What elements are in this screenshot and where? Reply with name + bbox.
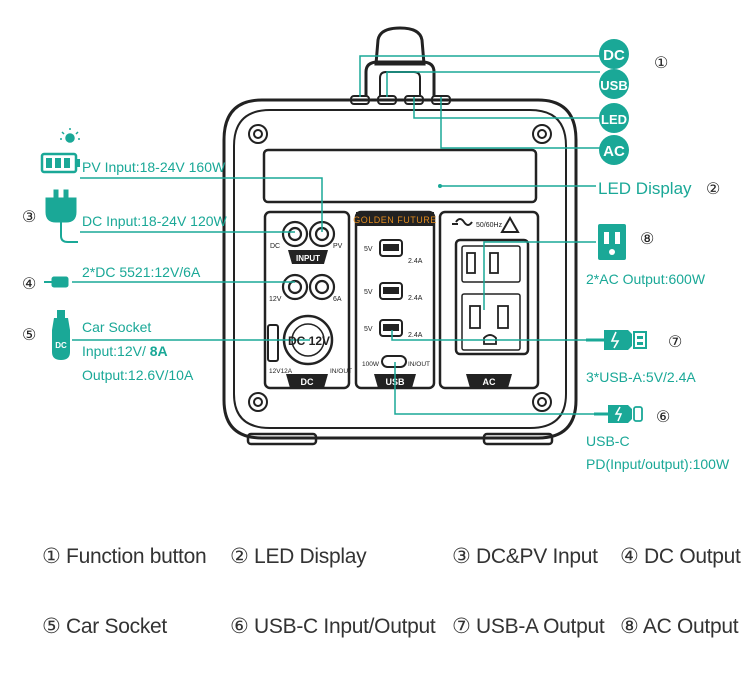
marker-8: ⑧: [640, 231, 654, 248]
dc-port-label: DC: [270, 243, 280, 250]
dc-5521-output-ports[interactable]: [281, 273, 336, 301]
usbc-pd-callout: PD(Input/output):100W: [586, 456, 730, 472]
car-icon-label: DC: [55, 341, 67, 350]
ac-panel: [438, 210, 540, 390]
car-socket-port-label: DC 12V: [288, 334, 330, 348]
solar-sun-icon: [60, 128, 80, 143]
led-badge: LED: [601, 112, 627, 127]
usb-a-connector-icon: [586, 330, 647, 350]
marker-7: ⑦: [668, 334, 682, 351]
ac-panel-label: AC: [483, 377, 496, 387]
dc-cable-icon: [44, 276, 69, 288]
car-input-line: Input:12V/ 8A: [82, 343, 168, 359]
dc-input-callout: DC Input:18-24V 120W: [82, 213, 228, 229]
ac-outlets[interactable]: [454, 238, 530, 356]
marker-2: ②: [706, 181, 720, 198]
usb-voltage-3: 5V: [364, 326, 373, 333]
legend-item: ⑥ USB-C Input/Output: [230, 615, 436, 638]
leader-lines: [72, 55, 604, 415]
legend-item: ⑦ USB-A Output: [452, 615, 605, 638]
usb-c-connector-icon: [594, 405, 643, 423]
callout-texts: PV Input:18-24V 160W DC Input:18-24V 120…: [82, 159, 730, 472]
number-markers: ① ② ③ ④ ⑤ ⑥ ⑦ ⑧: [22, 55, 720, 426]
dc-panel-label: DC: [301, 377, 314, 387]
usb-c-port[interactable]: [381, 355, 407, 368]
callout-badges: DC USB LED AC: [599, 39, 629, 165]
usb-amp-1: 2.4A: [408, 258, 423, 265]
usbc-watt-label: 100W: [362, 361, 380, 368]
ac-frequency-label: 50/60Hz: [476, 222, 503, 229]
battery-icon: [40, 152, 80, 174]
usbc-inout-label: IN/OUT: [408, 361, 430, 368]
dc-output-callout: 2*DC 5521:12V/6A: [82, 264, 201, 280]
marker-6: ⑥: [656, 409, 670, 426]
car-inout-label: IN/OUT: [330, 368, 352, 375]
usb-voltage-1: 5V: [364, 246, 373, 253]
usb-a-ports[interactable]: [379, 239, 403, 337]
pv-port-label: PV: [333, 243, 343, 250]
marker-4: ④: [22, 276, 36, 293]
marker-1: ①: [654, 55, 668, 72]
car-charger-icon: DC: [52, 310, 70, 360]
legend-item: ② LED Display: [230, 545, 367, 568]
usba-output-callout: 3*USB-A:5V/2.4A: [586, 369, 696, 385]
led-display-panel: [262, 148, 538, 204]
legend-item: ④ DC Output: [620, 545, 741, 568]
car-output-callout: Output:12.6V/10A: [82, 367, 194, 383]
car-socket-title: Car Socket: [82, 319, 151, 335]
ac-badge: AC: [603, 143, 625, 160]
dc-plug-icon: [45, 189, 78, 243]
a6-port-label: 6A: [333, 296, 342, 303]
input-panel-label: INPUT: [296, 254, 320, 263]
led-display-callout: LED Display: [598, 179, 692, 198]
v12a-label: 12V12A: [269, 368, 293, 375]
marker-3: ③: [22, 209, 36, 226]
legend-item: ① Function button: [42, 545, 207, 568]
usb-amp-3: 2.4A: [408, 332, 423, 339]
power-station-device: [222, 26, 578, 446]
legend-item: ③ DC&PV Input: [452, 545, 598, 568]
marker-5: ⑤: [22, 327, 36, 344]
brand-strip: GOLDEN FUTURE: [353, 212, 437, 226]
usb-badge: USB: [600, 78, 627, 93]
pv-input-callout: PV Input:18-24V 160W: [82, 159, 226, 175]
usb-voltage-2: 5V: [364, 289, 373, 296]
pv-dc-input-ports[interactable]: [281, 220, 336, 248]
dc-badge: DC: [603, 47, 625, 64]
ac-output-callout: 2*AC Output:600W: [586, 271, 706, 287]
ac-outlet-icon: [598, 224, 626, 260]
corner-screws: [248, 124, 552, 412]
legend-item: ⑧ AC Output: [620, 615, 739, 638]
brand-label: GOLDEN FUTURE: [353, 215, 437, 225]
car-input-prefix: Input:12V/: [82, 343, 150, 359]
carry-handle: [364, 26, 436, 98]
v12-port-label: 12V: [269, 296, 282, 303]
usb-amp-2: 2.4A: [408, 295, 423, 302]
legend-item: ⑤ Car Socket: [42, 615, 167, 638]
car-input-bold: 8A: [150, 343, 168, 359]
usbc-title-callout: USB-C: [586, 433, 630, 449]
